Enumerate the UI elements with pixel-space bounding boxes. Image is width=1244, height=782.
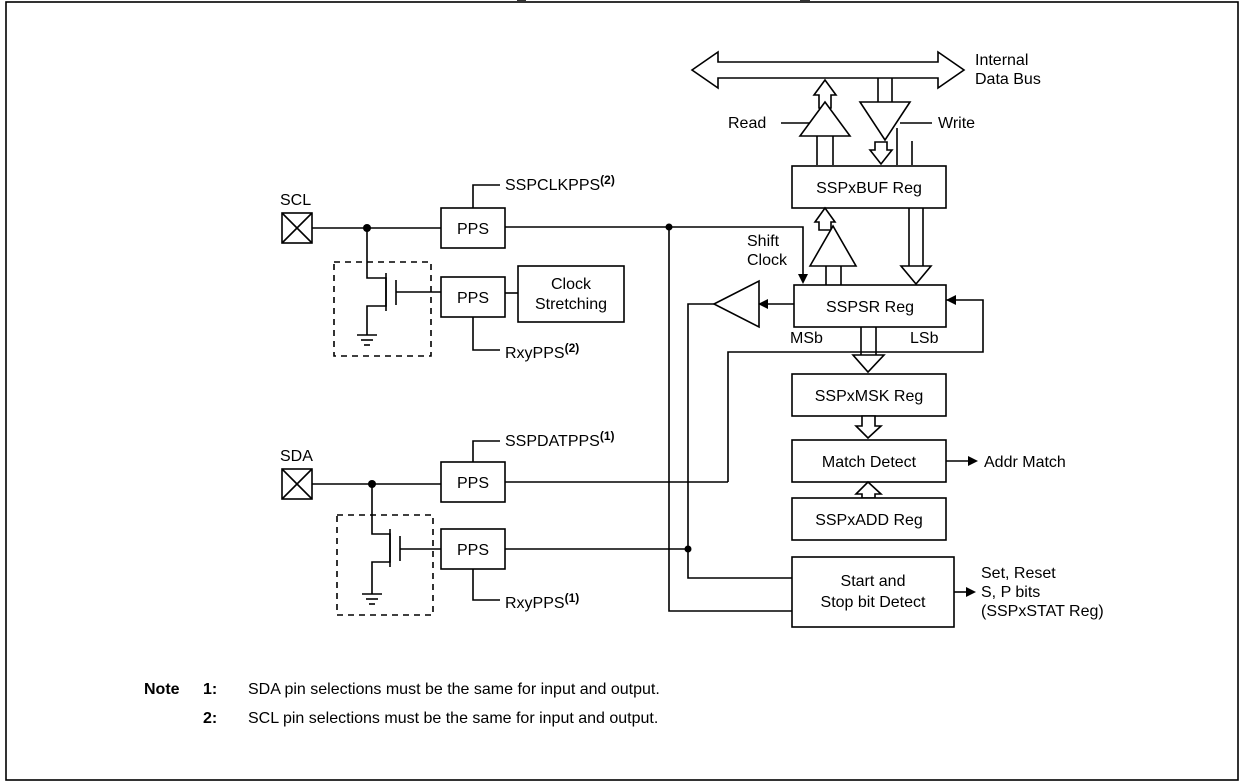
scl-transistor-drain-source — [366, 228, 387, 335]
write-path-arrow — [868, 141, 894, 166]
sspxbuf-reg-label: SSPxBUF Reg — [816, 180, 922, 197]
scl-pin-cross-b — [281, 212, 313, 244]
rxypps-scl-line — [472, 317, 500, 351]
data-output-driver — [712, 279, 760, 329]
scl-output-pps-block — [440, 276, 506, 318]
sspxmsk-reg-label: SSPxMSK Reg — [815, 388, 923, 405]
shift-to-buf-arrow — [813, 206, 837, 231]
write-buffer-triangle — [858, 101, 912, 142]
bus-label-line2: Data Bus — [975, 71, 1041, 88]
sda-transistor-enclosure — [336, 514, 434, 616]
status-label-3: (SSPxSTAT Reg) — [981, 603, 1104, 620]
sspsr-reg-label: SSPSR Reg — [826, 299, 914, 316]
driver-input-arrowhead — [758, 299, 768, 309]
sda-pin-label: SDA — [280, 448, 313, 465]
status-label-2: S, P bits — [981, 584, 1040, 601]
shift-clock-arrowhead — [798, 274, 808, 284]
sda-output-pps-label: PPS — [457, 542, 489, 559]
outer-border — [5, 1, 1239, 781]
start-stop-detect-block — [791, 556, 955, 628]
addr-match-arrowhead — [968, 456, 978, 466]
sr-to-msk-arrowhead — [851, 354, 886, 374]
internal-data-bus-arrow — [690, 50, 966, 90]
rxypps-sda-line — [472, 569, 500, 601]
scl-clock-line — [505, 226, 804, 276]
sspxadd-reg-block — [791, 497, 947, 541]
sspdatpps-line — [472, 440, 500, 462]
scl-output-pps-label: PPS — [457, 290, 489, 307]
rxypps-scl-label: RxyPPS(2) — [505, 341, 579, 362]
scl-pin-label: SCL — [280, 192, 311, 209]
add-to-match-arrow — [854, 480, 884, 499]
lsb-feedback-arrowhead — [946, 295, 956, 305]
lsb-label: LSb — [910, 330, 939, 347]
note-heading: Note — [144, 681, 180, 698]
lsb-feedback-line — [727, 299, 984, 482]
start-stop-label-2: Stop bit Detect — [821, 594, 927, 611]
match-detect-label: Match Detect — [822, 454, 917, 471]
bus-label-line1: Internal — [975, 52, 1028, 69]
status-label-1: Set, Reset — [981, 565, 1056, 582]
start-stop-label-1: Start and — [841, 573, 906, 590]
clock-stretching-block — [517, 265, 625, 323]
msb-label: MSb — [790, 330, 823, 347]
shift-clock-label-1: Shift — [747, 233, 780, 250]
scl-input-pps-block — [440, 207, 506, 249]
clock-stretching-label-2: Stretching — [535, 296, 607, 313]
sspclkpps-label: SSPCLKPPS(2) — [505, 173, 615, 194]
match-detect-block — [791, 439, 947, 483]
clock-stretching-label-1: Clock — [551, 276, 592, 293]
buf-to-sr-arrowhead — [899, 265, 933, 286]
shift-clock-label-2: Clock — [747, 252, 788, 269]
sda-input-pps-label: PPS — [457, 475, 489, 492]
sda-transistor-drain-source — [371, 484, 391, 594]
note-2-number: 2: — [203, 710, 217, 727]
scl-to-startstop-line — [668, 227, 792, 612]
sspxadd-reg-label: SSPxADD Reg — [815, 512, 923, 529]
sspxbuf-reg-block — [791, 165, 947, 209]
read-label: Read — [728, 115, 766, 132]
sda-output-pps-block — [440, 528, 506, 570]
scl-junction-dot — [665, 223, 673, 231]
sda-input-pps-block — [440, 461, 506, 503]
addr-match-label: Addr Match — [984, 454, 1066, 471]
note-2-text: SCL pin selections must be the same for … — [248, 710, 658, 727]
status-out-arrowhead — [966, 587, 976, 597]
sda-pin-cross-b — [281, 468, 313, 500]
sspdatpps-label: SSPDATPPS(1) — [505, 429, 615, 450]
read-buffer-triangle — [798, 100, 852, 137]
scl-input-pps-label: PPS — [457, 221, 489, 238]
scl-transistor-enclosure — [333, 261, 432, 357]
sda-output-junction-dot — [684, 545, 692, 553]
read-path-arrow — [812, 78, 838, 109]
note-1-text: SDA pin selections must be the same for … — [248, 681, 660, 698]
msk-to-match-arrow — [854, 415, 884, 440]
sspxmsk-reg-block — [791, 373, 947, 417]
sspsr-reg-block — [793, 284, 947, 328]
write-label: Write — [938, 115, 975, 132]
sspclkpps-line — [472, 184, 500, 208]
driver-to-startstop-line — [687, 303, 792, 579]
shift-buffer-triangle — [808, 224, 858, 267]
rxypps-sda-label: RxyPPS(1) — [505, 591, 579, 612]
note-1-number: 1: — [203, 681, 217, 698]
